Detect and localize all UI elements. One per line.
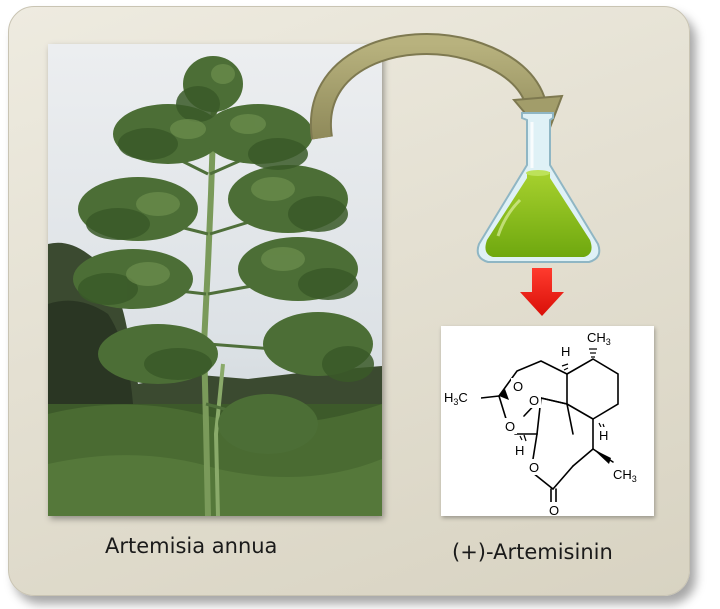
- atom-h-left: H: [515, 443, 524, 458]
- atom-h-top: H: [561, 344, 570, 359]
- atom-h-junction: H: [599, 428, 608, 443]
- artemisinin-structure: H CH3 H3C O O O H H O CH3 O: [441, 326, 654, 516]
- atom-ch3-right: CH3: [613, 467, 637, 484]
- atom-o-carbonyl: O: [549, 503, 559, 516]
- atom-ch3-top: CH3: [587, 330, 611, 347]
- atom-o-peroxide-1: O: [513, 379, 523, 394]
- atom-o-lactone: O: [529, 460, 539, 475]
- flask-icon: [476, 112, 601, 263]
- down-arrow-icon: [520, 268, 564, 316]
- atom-o-ring: O: [505, 419, 515, 434]
- artemisia-photo: [48, 44, 382, 516]
- compound-label: (+)-Artemisinin: [452, 540, 613, 564]
- atom-h3c-left: H3C: [444, 390, 468, 407]
- curved-arrow-icon: [309, 33, 564, 140]
- plant-label: Artemisia annua: [105, 534, 278, 558]
- atom-o-peroxide-2: O: [529, 393, 539, 408]
